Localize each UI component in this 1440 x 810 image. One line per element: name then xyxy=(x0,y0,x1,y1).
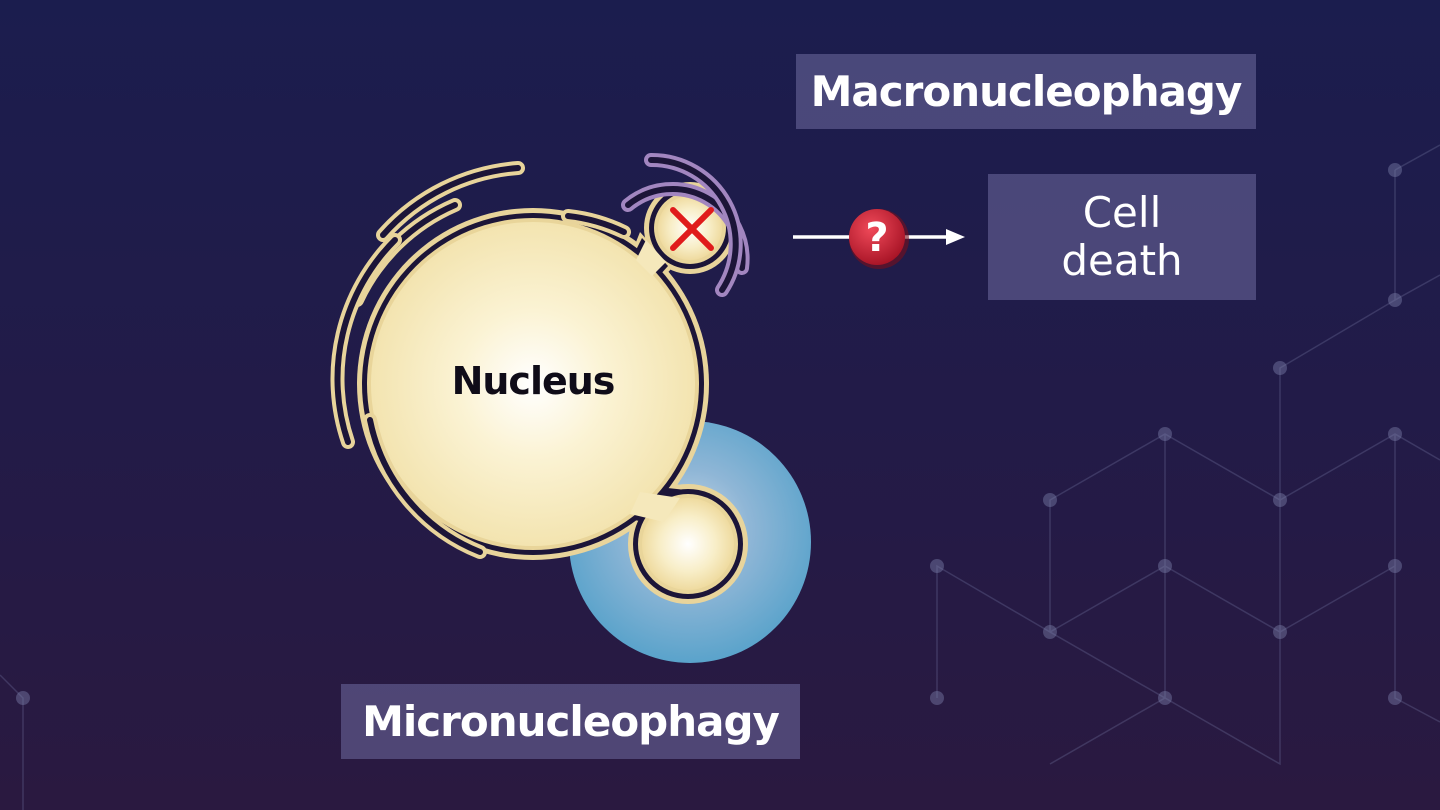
x-mark-icon xyxy=(670,207,714,251)
macronucleophagy-label-box: Macronucleophagy xyxy=(796,54,1256,129)
micronucleophagy-bleb xyxy=(642,498,734,590)
micronucleophagy-label: Micronucleophagy xyxy=(362,697,780,746)
question-glyph: ? xyxy=(865,215,888,261)
background-network-pattern xyxy=(0,144,1440,810)
cell-death-label-line1: Cell xyxy=(1082,188,1162,237)
nucleus-label: Nucleus xyxy=(452,359,615,403)
macronucleophagy-label: Macronucleophagy xyxy=(810,67,1243,116)
question-mark-icon: ? xyxy=(849,209,909,269)
cell-death-label-line2: death xyxy=(1061,236,1183,285)
nucleus-body xyxy=(371,222,695,546)
er-cisternae xyxy=(330,161,631,559)
micronucleophagy-label-box: Micronucleophagy xyxy=(341,684,800,759)
autophagosome-membrane xyxy=(621,152,750,297)
cell-death-label-box: Cell death xyxy=(988,174,1256,300)
background-network-nodes xyxy=(16,163,1402,705)
